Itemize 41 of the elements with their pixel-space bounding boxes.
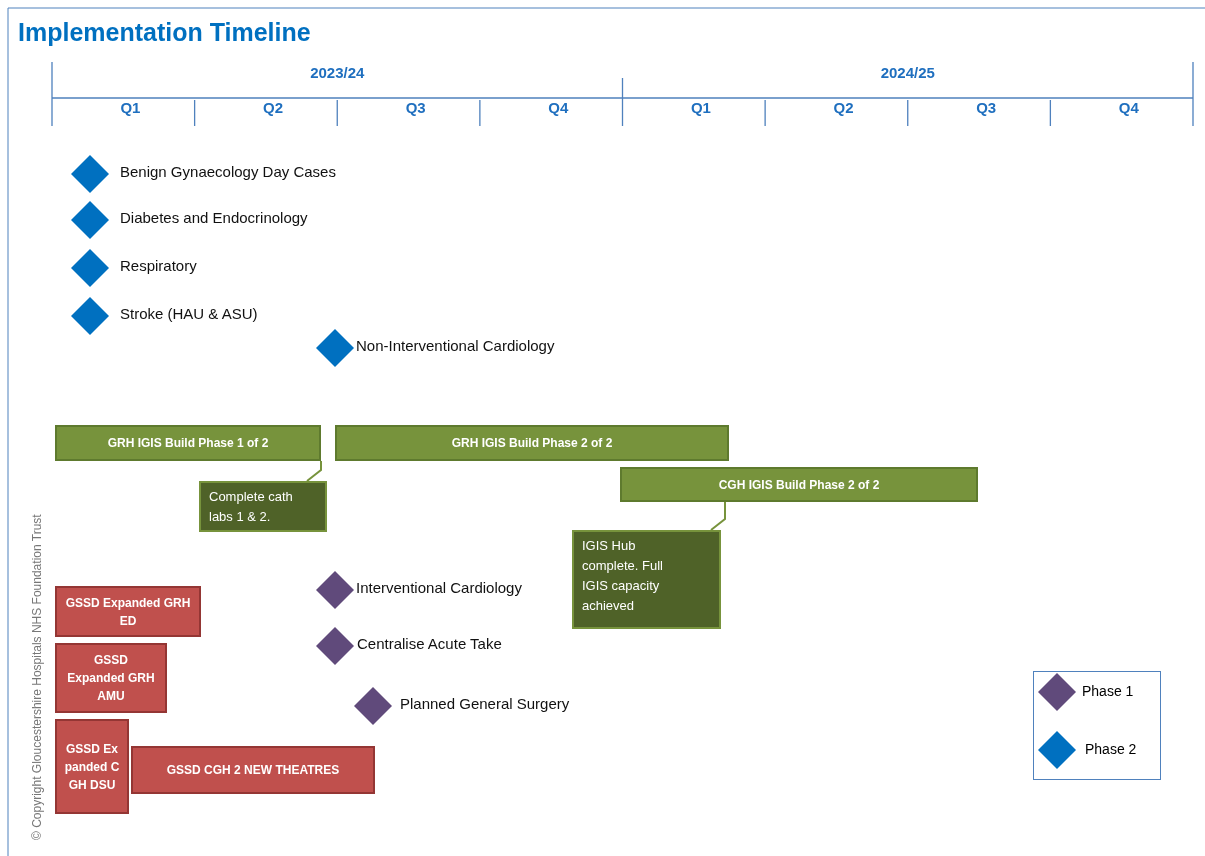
quarter-label: Q1 [119,99,142,116]
task-bar: GSSD Expanded GRH ED [55,586,201,637]
callout-box: IGIS Hub complete. Full IGIS capacity achieved [572,530,721,629]
milestone-diamond [315,328,355,368]
quarter-label: Q2 [262,99,285,116]
milestone-label: Interventional Cardiology [356,579,522,596]
leader-line [710,501,726,531]
milestone-diamond [315,570,355,610]
task-bar: GSSD Expanded CGH DSU [55,719,129,814]
milestone-diamond [70,154,110,194]
leader-line [306,460,322,482]
milestone-label: Centralise Acute Take [357,635,502,652]
task-bar: GSSD Expanded GRH AMU [55,643,167,713]
quarter-label: Q1 [689,99,712,116]
milestone-diamond [315,626,355,666]
quarter-label: Q3 [975,99,998,116]
quarter-label: Q2 [832,99,855,116]
milestone-label: Non-Interventional Cardiology [356,337,555,354]
milestone-label: Respiratory [120,257,197,274]
year-label: 2023/24 [309,64,366,81]
milestone-diamond [353,686,393,726]
callout-box: Complete cath labs 1 & 2. [199,481,327,532]
quarter-label: Q4 [1117,99,1140,116]
chart-title: Implementation Timeline [18,18,311,47]
legend-label: Phase 2 [1085,741,1137,757]
milestone-label: Diabetes and Endocrinology [120,209,308,226]
copyright-note: © Copyright Gloucestershire Hospitals NHS Foundation Trust [29,514,45,840]
milestone-label: Stroke (HAU & ASU) [120,305,258,322]
milestone-label: Benign Gynaecology Day Cases [120,163,336,180]
task-bar: GRH IGIS Build Phase 2 of 2 [335,425,729,461]
task-bar: CGH IGIS Build Phase 2 of 2 [620,467,978,502]
milestone-label: Planned General Surgery [400,695,570,712]
legend-label: Phase 1 [1082,683,1134,699]
milestone-diamond [70,296,110,336]
milestone-diamond [70,248,110,288]
milestone-diamond [70,200,110,240]
task-bar: GSSD CGH 2 NEW THEATRES [131,746,375,794]
quarter-label: Q3 [404,99,427,116]
year-label: 2024/25 [879,64,936,81]
task-bar: GRH IGIS Build Phase 1 of 2 [55,425,321,461]
quarter-label: Q4 [547,99,570,116]
